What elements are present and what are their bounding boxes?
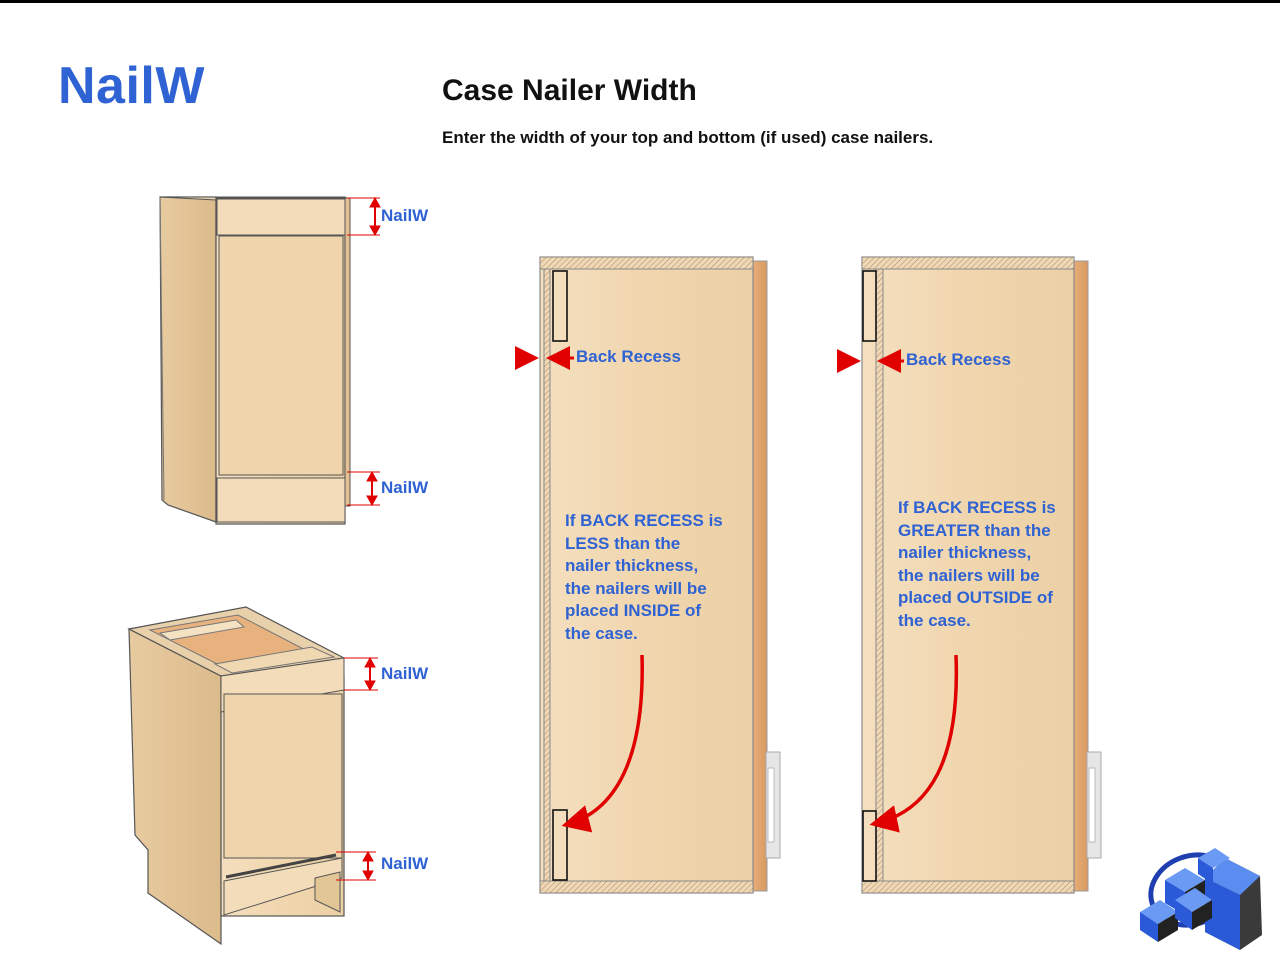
section-right-curved-arrow — [869, 654, 959, 833]
page-subtitle: Enter the width of your top and bottom (… — [442, 128, 934, 147]
section-left-top-panel — [539, 256, 754, 270]
lower-top-dimension — [344, 656, 378, 692]
section-right-back-panel — [875, 268, 884, 882]
section-left-top-nailer — [552, 270, 568, 342]
upper-bottom-nailw-label: NailW — [381, 478, 429, 497]
note-line: the case. — [898, 610, 971, 630]
section-right-bottom-panel — [861, 880, 1075, 894]
note-line: placed OUTSIDE of — [898, 588, 1053, 607]
lower-bottom-dimension — [336, 850, 376, 882]
page-title: Case Nailer Width — [442, 74, 697, 107]
section-inside-illustration — [515, 256, 781, 894]
section-right-bottom-nailer — [862, 810, 877, 882]
note-line: If BACK RECESS is — [898, 498, 1056, 517]
section-right-top-panel — [861, 256, 1075, 270]
section-left-back-panel — [543, 268, 551, 882]
lower-bottom-nailer — [223, 857, 343, 916]
note-line: If BACK RECESS is — [565, 511, 723, 530]
parameter-code-title: NailW — [58, 57, 205, 115]
section-left-case — [539, 256, 754, 894]
section-right-note: If BACK RECESS is GREATER than the naile… — [898, 497, 1056, 632]
note-line: the nailers will be — [565, 578, 707, 598]
section-left-bottom-nailer — [552, 809, 568, 881]
cube-logo-icon — [1140, 848, 1262, 950]
section-left-curved-arrow — [561, 654, 644, 833]
section-left-note: If BACK RECESS is LESS than the nailer t… — [565, 510, 723, 645]
note-line: the case. — [565, 623, 638, 643]
section-right-top-nailer — [862, 270, 877, 342]
section-left-back-recess-label: Back Recess — [576, 347, 681, 366]
upper-bottom-dimension — [347, 470, 380, 507]
lower-bottom-nailw-label: NailW — [381, 854, 429, 873]
upper-top-dimension — [347, 196, 381, 237]
note-line: nailer thickness, — [898, 543, 1032, 562]
note-line: LESS than the — [565, 533, 681, 553]
lower-cabinet-side — [128, 628, 222, 946]
upper-bottom-nailer — [216, 477, 346, 523]
section-right-door-edge — [1073, 260, 1089, 892]
note-line: GREATER than the — [898, 520, 1051, 540]
upper-top-nailer — [216, 198, 346, 236]
section-right-back-recess-label: Back Recess — [906, 350, 1011, 369]
top-rule — [0, 0, 1280, 3]
note-line: placed INSIDE of — [565, 601, 702, 620]
upper-door-panel — [218, 235, 344, 476]
upper-top-nailw-label: NailW — [381, 206, 429, 225]
lower-door-panel — [223, 693, 343, 859]
upper-cabinet-illustration — [159, 196, 351, 525]
section-outside-illustration — [837, 256, 1102, 894]
section-left-door-edge — [752, 260, 768, 892]
section-left-bottom-panel — [539, 880, 754, 894]
lower-top-nailw-label: NailW — [381, 664, 429, 683]
note-line: nailer thickness, — [565, 556, 699, 575]
note-line: the nailers will be — [898, 565, 1040, 585]
lower-cabinet-illustration — [127, 606, 346, 946]
upper-cabinet-side — [159, 196, 217, 523]
